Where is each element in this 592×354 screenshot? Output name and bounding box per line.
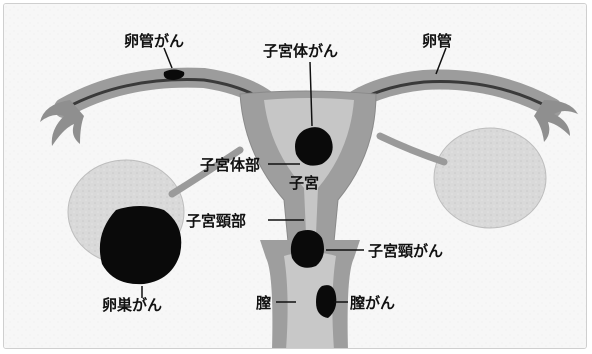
label-fallopian-tube: 卵管 xyxy=(422,32,452,50)
label-uterus: 子宮 xyxy=(289,174,319,192)
label-cervix: 子宮頸部 xyxy=(186,212,246,230)
anatomy-diagram: 卵管がん 子宮体がん 卵管 子宮体部 子宮 子宮頸部 子宮頸がん 卵巣がん 膣 … xyxy=(4,4,587,349)
label-ovarian-cancer: 卵巣がん xyxy=(102,296,162,314)
label-tubal-cancer: 卵管がん xyxy=(124,32,184,50)
cervical-tumor xyxy=(291,230,324,268)
label-uterine-body: 子宮体部 xyxy=(200,156,260,174)
label-vaginal-cancer: 膣がん xyxy=(350,294,395,312)
right-ovary xyxy=(434,128,546,228)
uterine-body-tumor xyxy=(295,127,333,166)
label-uterine-body-cancer: 子宮体がん xyxy=(263,42,338,60)
diagram-frame: 卵管がん 子宮体がん 卵管 子宮体部 子宮 子宮頸部 子宮頸がん 卵巣がん 膣 … xyxy=(3,3,587,349)
label-cervical-cancer: 子宮頸がん xyxy=(368,242,443,260)
ovarian-tumor xyxy=(100,206,181,284)
label-vagina: 膣 xyxy=(256,294,271,312)
